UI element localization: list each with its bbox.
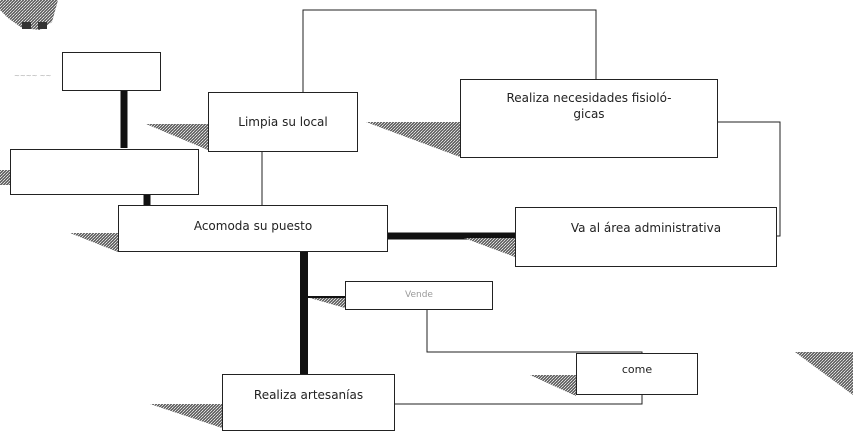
node-necesidades-label: Realiza necesidades fisioló- gicas <box>506 91 672 122</box>
thick-connectors <box>120 90 515 374</box>
node-top-left-small <box>62 52 161 91</box>
shadow-wedges <box>0 122 853 428</box>
node-limpia-local: Limpia su local <box>208 92 358 152</box>
node-come-label: come <box>621 363 653 376</box>
wedge-necesidades <box>366 122 460 157</box>
node-area-admin-label: Va al área administrativa <box>570 221 722 235</box>
connector-loop-top <box>302 9 597 93</box>
wedge-come <box>530 375 576 396</box>
node-artesanias-label: Realiza artesanías <box>253 388 364 402</box>
node-area-administrativa: Va al área administrativa <box>515 207 777 267</box>
node-acomoda-puesto: Acomoda su puesto <box>118 205 388 252</box>
node-realiza-artesanias: Realiza artesanías <box>222 374 395 431</box>
wedge-artesanias <box>150 404 222 428</box>
wedge-right-edge <box>795 352 853 395</box>
wedge-limpia <box>146 124 208 150</box>
node-limpia-local-label: Limpia su local <box>238 114 328 129</box>
wedge-vende <box>310 298 345 308</box>
node-visita-clientes <box>10 149 199 195</box>
node-necesidades-fisiologicas: Realiza necesidades fisioló- gicas <box>460 79 718 158</box>
node-vende: Vende <box>345 281 493 310</box>
wedge-left-edge <box>0 170 10 185</box>
node-vende-label: Vende <box>405 290 433 301</box>
node-acomoda-label: Acomoda su puesto <box>193 219 313 233</box>
connector-right-loop <box>718 121 781 237</box>
wedge-acomoda <box>70 233 118 252</box>
wedge-admin <box>464 238 515 257</box>
corner-texture <box>0 0 58 30</box>
node-come: come <box>576 353 698 395</box>
connector-artesanias-come <box>395 395 643 405</box>
margin-scribble: ~~~~ ~~ <box>14 72 52 80</box>
